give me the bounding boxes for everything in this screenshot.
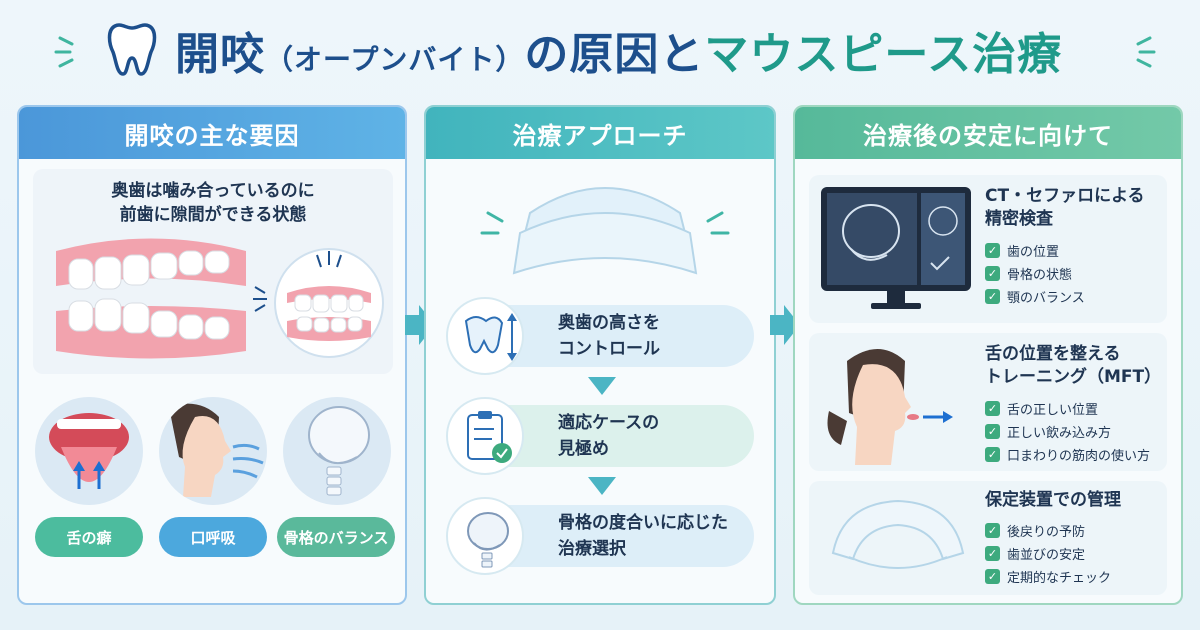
list-item: ✓歯並びの安定 [985,542,1111,565]
mft-title-line-1: 舌の位置を整える [985,344,1121,364]
exam-title-line-2: 精密検査 [985,209,1053,229]
sparkle-icon [54,36,74,68]
exam-card: CT・セファロによる 精密検査 ✓歯の位置 ✓骨格の状態 ✓顎のバランス [809,175,1167,323]
flow-arrow-icon [405,305,435,345]
approach-step-2-text: 適応ケースの 見極め [558,410,659,462]
checkmark-icon: ✓ [985,523,1000,538]
title-mid: の原因と [524,29,705,80]
checkmark-icon: ✓ [985,546,1000,561]
checkmark-icon: ✓ [985,243,1000,258]
open-bite-card: 奥歯は噛み合っているのに 前歯に隙間ができる状態 [33,169,393,374]
approach-step-3-text: 骨格の度合いに応じた 治療選択 [558,510,728,562]
mft-title: 舌の位置を整える トレーニング（MFT） [985,343,1161,389]
exam-checklist: ✓歯の位置 ✓骨格の状態 ✓顎のバランス [985,239,1085,308]
approach-panel: 治療アプローチ 奥歯の高さを コントロール [424,105,776,605]
causes-panel: 開咬の主な要因 奥歯は噛み合っているのに 前歯に隙間ができる状態 [17,105,407,605]
list-item: ✓顎のバランス [985,285,1085,308]
stability-panel: 治療後の安定に向けて CT・セファロによる 精密検査 ✓歯の位置 ✓骨格の状態 … [793,105,1183,605]
clipboard-check-icon [446,397,524,475]
approach-step-1-text: 奥歯の高さを コントロール [558,310,660,362]
step-3-line-2: 治療選択 [558,539,626,559]
caption-line-2: 前歯に隙間ができる状態 [119,205,307,225]
title-bar: 開咬（オープンバイト）の原因とマウスピース治療 [0,0,1200,100]
step-2-line-1: 適応ケースの [558,413,660,433]
flow-arrow-icon [770,305,800,345]
retainer-checklist: ✓後戻りの予防 ✓歯並びの安定 ✓定期的なチェック [985,519,1111,588]
checkmark-icon: ✓ [985,289,1000,304]
approach-step-1: 奥歯の高さを コントロール [446,297,754,375]
ct-monitor-illustration [821,187,971,309]
list-item: ✓舌の正しい位置 [985,397,1150,420]
retainer-card: 保定装置での管理 ✓後戻りの予防 ✓歯並びの安定 ✓定期的なチェック [809,481,1167,595]
cause-tongue-habit: 舌の癖 [35,517,143,557]
stability-header: 治療後の安定に向けて [795,107,1181,159]
approach-header: 治療アプローチ [426,107,774,159]
tongue-training-illustration [827,349,953,465]
mft-card: 舌の位置を整える トレーニング（MFT） ✓舌の正しい位置 ✓正しい飲み込み方 … [809,333,1167,471]
checkmark-icon: ✓ [985,266,1000,281]
down-arrow-icon [588,377,616,395]
mouth-breathing-illustration [159,397,267,505]
step-1-line-2: コントロール [558,339,660,359]
checkmark-icon: ✓ [985,401,1000,416]
skeletal-balance-illustration [283,397,391,505]
tooth-icon [107,23,157,76]
exam-title-line-1: CT・セファロによる [985,186,1145,206]
list-item: ✓口まわりの筋肉の使い方 [985,443,1150,466]
cause-mouth-breathing: 口呼吸 [159,517,267,557]
molar-height-icon [446,297,524,375]
retainer-illustration [831,499,965,569]
list-item: ✓定期的なチェック [985,565,1111,588]
list-item: ✓歯の位置 [985,239,1085,262]
cause-skeletal-balance: 骨格のバランス [277,517,395,557]
aligner-illustration [480,187,730,275]
list-item: ✓骨格の状態 [985,262,1085,285]
caption-line-1: 奥歯は噛み合っているのに [111,181,315,201]
step-1-line-1: 奥歯の高さを [558,313,660,333]
step-3-line-1: 骨格の度合いに応じた [558,513,728,533]
retainer-title: 保定装置での管理 [985,490,1121,510]
emphasis-lines-icon [253,286,267,312]
title-main: 開咬 [175,29,265,80]
approach-step-2: 適応ケースの 見極め [446,397,754,475]
sparkle-icon [1136,36,1156,68]
exam-title: CT・セファロによる 精密検査 [985,185,1145,231]
title-paren: （オープンバイト） [265,43,525,76]
step-2-line-2: 見極め [558,439,609,459]
down-arrow-icon [588,477,616,495]
checkmark-icon: ✓ [985,424,1000,439]
causes-header: 開咬の主な要因 [19,107,405,159]
mft-title-line-2: トレーニング（MFT） [985,367,1162,387]
tongue-habit-illustration [35,397,143,505]
front-teeth-zoom-circle [274,248,384,358]
checkmark-icon: ✓ [985,569,1000,584]
skull-xray-icon [446,497,524,575]
open-bite-teeth-illustration [56,238,246,359]
open-bite-caption: 奥歯は噛み合っているのに 前歯に隙間ができる状態 [33,179,393,227]
approach-step-3: 骨格の度合いに応じた 治療選択 [446,497,754,575]
title-accent: マウスピース治療 [704,29,1063,80]
list-item: ✓正しい飲み込み方 [985,420,1150,443]
checkmark-icon: ✓ [985,447,1000,462]
list-item: ✓後戻りの予防 [985,519,1111,542]
page-title: 開咬（オープンバイト）の原因とマウスピース治療 [175,18,1125,82]
mft-checklist: ✓舌の正しい位置 ✓正しい飲み込み方 ✓口まわりの筋肉の使い方 [985,397,1150,466]
